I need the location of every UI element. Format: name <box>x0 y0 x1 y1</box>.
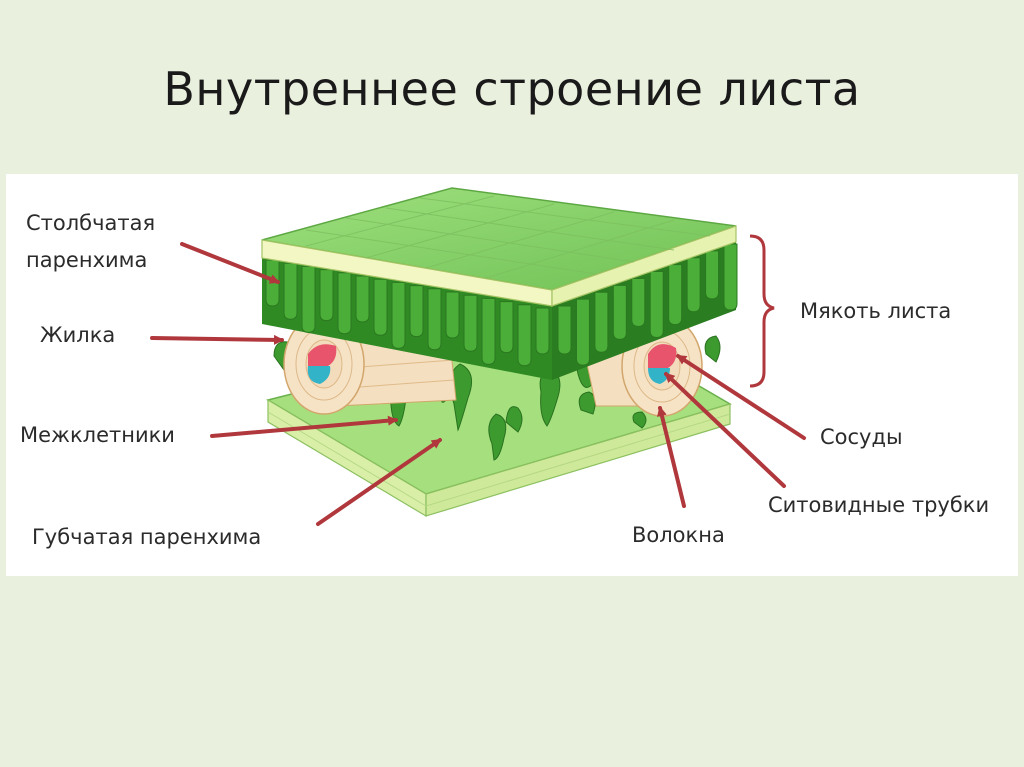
upper-epidermis <box>261 187 737 307</box>
leaf-cross-section-illustration <box>150 187 806 526</box>
label-palisade-line1: Столбчатая <box>26 211 156 235</box>
palisade-cell <box>649 271 664 339</box>
palisade-cell <box>427 288 442 351</box>
arrow-vessels <box>676 354 806 440</box>
palisade-cell <box>723 243 738 311</box>
label-sieve-tubes: Ситовидные трубки <box>768 493 990 517</box>
arrow-palisade <box>180 242 280 284</box>
mesophyll-brace <box>749 234 775 388</box>
arrow-vein <box>150 334 284 345</box>
palisade-cell <box>705 250 720 300</box>
slide-title: Внутреннее строение листа <box>163 62 861 116</box>
palisade-cell <box>631 277 646 327</box>
palisade-cell <box>391 281 406 349</box>
palisade-cell <box>373 278 388 336</box>
palisade-cell <box>463 294 478 352</box>
palisade-cell <box>283 262 298 320</box>
palisade-cell <box>612 284 627 340</box>
palisade-cell <box>575 298 590 366</box>
palisade-cell <box>557 305 572 355</box>
arrow-sieve-tubes <box>664 372 786 488</box>
leaf-diagram-panel: Столбчатая паренхима Жилка Межклетники Г… <box>6 174 1018 576</box>
label-mesophyll: Мякоть листа <box>800 299 952 323</box>
label-intercellular: Межклетники <box>20 423 175 447</box>
palisade-cell <box>686 257 701 313</box>
label-spongy: Губчатая паренхима <box>32 525 262 549</box>
palisade-cell <box>445 291 460 339</box>
palisade-cell <box>319 269 334 322</box>
label-vessels: Сосуды <box>820 425 903 449</box>
palisade-cell <box>481 297 496 365</box>
palisade-cell <box>594 291 609 353</box>
label-fibers: Волокна <box>632 523 725 547</box>
arrow-spongy <box>316 438 442 526</box>
palisade-cell <box>337 272 352 335</box>
label-palisade: Столбчатая паренхима <box>26 210 155 274</box>
label-palisade-line2: паренхима <box>26 248 148 272</box>
label-arrows <box>150 242 806 526</box>
palisade-cell <box>499 301 514 354</box>
arrow-intercellular <box>210 415 398 438</box>
palisade-cell <box>517 304 532 367</box>
palisade-cell <box>668 264 683 326</box>
label-vein: Жилка <box>40 323 116 347</box>
palisade-cell <box>301 265 316 333</box>
palisade-columns <box>265 243 738 367</box>
arrow-fibers <box>657 406 686 508</box>
palisade-cell <box>409 285 424 338</box>
palisade-cell <box>535 307 550 355</box>
palisade-cell <box>355 275 370 323</box>
